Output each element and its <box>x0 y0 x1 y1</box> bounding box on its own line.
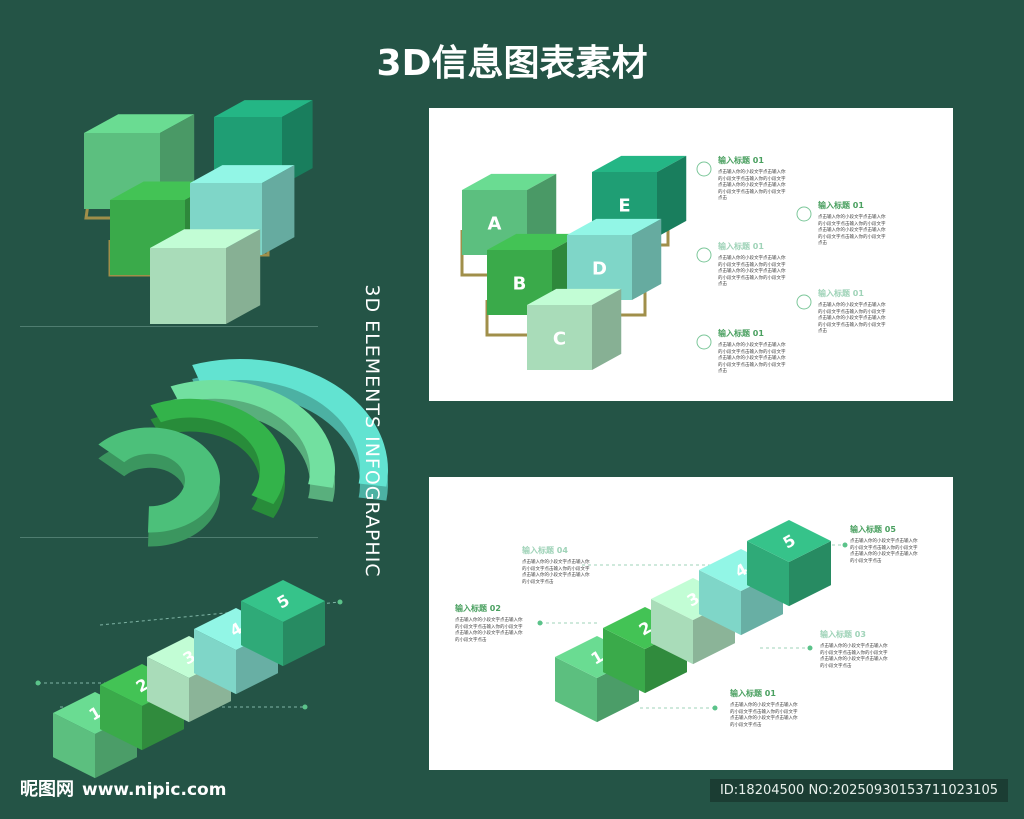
arc-ring <box>170 380 336 502</box>
item-title: 输入标题 03 <box>820 630 866 639</box>
team-exchange-icon <box>796 206 812 222</box>
connector-dot <box>712 705 718 711</box>
globe-people-icon <box>696 161 712 177</box>
item-title: 输入标题 01 <box>718 242 764 251</box>
info-item: 输入标题 01 点击输入你的小段文字点击输入你的小段文字点击输入你的小段文字点击输… <box>730 688 890 729</box>
item-body: 点击输入你的小段文字点击输入你的小段文字点击输入你的小段文字点击输入你的小段文字… <box>850 539 918 564</box>
site-name: 昵图网 <box>20 779 74 800</box>
info-item: 输入标题 01 点击输入你的小段文字点击输入你的小段文字点击输入你的小段文字点击输… <box>718 241 878 289</box>
watermark-logo: 昵图网 www.nipic.com <box>20 775 226 801</box>
info-item: 输入标题 05 点击输入你的小段文字点击输入你的小段文字点击输入你的小段文字点击输… <box>850 524 1010 565</box>
item-title: 输入标题 05 <box>850 525 896 534</box>
connector-dot <box>337 599 343 605</box>
item-title: 输入标题 01 <box>730 689 776 698</box>
arc-ring <box>192 359 389 501</box>
vertical-subtitle: 3D ELEMENTS INFOGRAPHIC <box>361 284 383 578</box>
meeting-icon <box>696 334 712 350</box>
item-body: 点击输入你的小段文字点击输入你的小段文字点击输入你的小段文字点击输入你的小段文字… <box>718 256 786 287</box>
handshake-icon <box>696 247 712 263</box>
info-item: 输入标题 01 点击输入你的小段文字点击输入你的小段文字点击输入你的小段文字点击输… <box>718 155 878 203</box>
cube-d: D <box>567 218 662 300</box>
item-body: 点击输入你的小段文字点击输入你的小段文字点击输入你的小段文字点击输入你的小段文字… <box>718 170 786 201</box>
cube-label: A <box>488 214 502 235</box>
site-url: www.nipic.com <box>82 780 227 800</box>
arc-ring <box>150 398 285 519</box>
info-item: 输入标题 01 点击输入你的小段文字点击输入你的小段文字点击输入你的小段文字点击输… <box>818 200 978 248</box>
item-title: 输入标题 01 <box>718 329 764 338</box>
item-body: 点击输入你的小段文字点击输入你的小段文字点击输入你的小段文字点击输入你的小段文字… <box>818 215 886 246</box>
item-title: 输入标题 01 <box>818 201 864 210</box>
cube-e: E <box>592 155 687 237</box>
watermark-id: ID:18204500 NO:20250930153711023105 <box>709 779 1008 802</box>
info-item: 输入标题 01 点击输入你的小段文字点击输入你的小段文字点击输入你的小段文字点击输… <box>718 328 878 376</box>
connector-dot <box>302 704 308 710</box>
item-title: 输入标题 01 <box>718 156 764 165</box>
connector-dot <box>842 542 848 548</box>
item-title: 输入标题 02 <box>455 604 501 613</box>
item-title: 输入标题 04 <box>522 546 568 555</box>
connector-dot <box>537 620 543 626</box>
item-body: 点击输入你的小段文字点击输入你的小段文字点击输入你的小段文字点击输入你的小段文字… <box>730 703 798 728</box>
page-title: 3D信息图表素材 <box>376 43 648 84</box>
item-body: 点击输入你的小段文字点击输入你的小段文字点击输入你的小段文字点击输入你的小段文字… <box>522 560 590 585</box>
group-icon <box>796 294 812 310</box>
arc-ring <box>98 427 221 547</box>
info-item: 输入标题 04 点击输入你的小段文字点击输入你的小段文字点击输入你的小段文字点击输… <box>522 545 682 586</box>
info-item: 输入标题 03 点击输入你的小段文字点击输入你的小段文字点击输入你的小段文字点击输… <box>820 629 980 670</box>
item-body: 点击输入你的小段文字点击输入你的小段文字点击输入你的小段文字点击输入你的小段文字… <box>455 618 523 643</box>
step-cube: 5 <box>747 520 831 607</box>
cube-label: D <box>592 259 607 280</box>
info-item: 输入标题 01 点击输入你的小段文字点击输入你的小段文字点击输入你的小段文字点击输… <box>818 288 978 336</box>
divider <box>20 326 318 327</box>
cube-label: C <box>553 329 566 350</box>
cube <box>150 229 261 324</box>
cube-label: B <box>513 274 527 295</box>
cube-label: E <box>618 196 630 217</box>
cube-c: C <box>527 288 622 370</box>
item-body: 点击输入你的小段文字点击输入你的小段文字点击输入你的小段文字点击输入你的小段文字… <box>818 303 886 334</box>
item-body: 点击输入你的小段文字点击输入你的小段文字点击输入你的小段文字点击输入你的小段文字… <box>718 343 786 374</box>
connector-dot <box>807 645 813 651</box>
step-cube: 5 <box>241 580 325 667</box>
item-body: 点击输入你的小段文字点击输入你的小段文字点击输入你的小段文字点击输入你的小段文字… <box>820 644 888 669</box>
info-item: 输入标题 02 点击输入你的小段文字点击输入你的小段文字点击输入你的小段文字点击输… <box>455 603 615 644</box>
item-title: 输入标题 01 <box>818 289 864 298</box>
connector-dot <box>35 680 41 686</box>
